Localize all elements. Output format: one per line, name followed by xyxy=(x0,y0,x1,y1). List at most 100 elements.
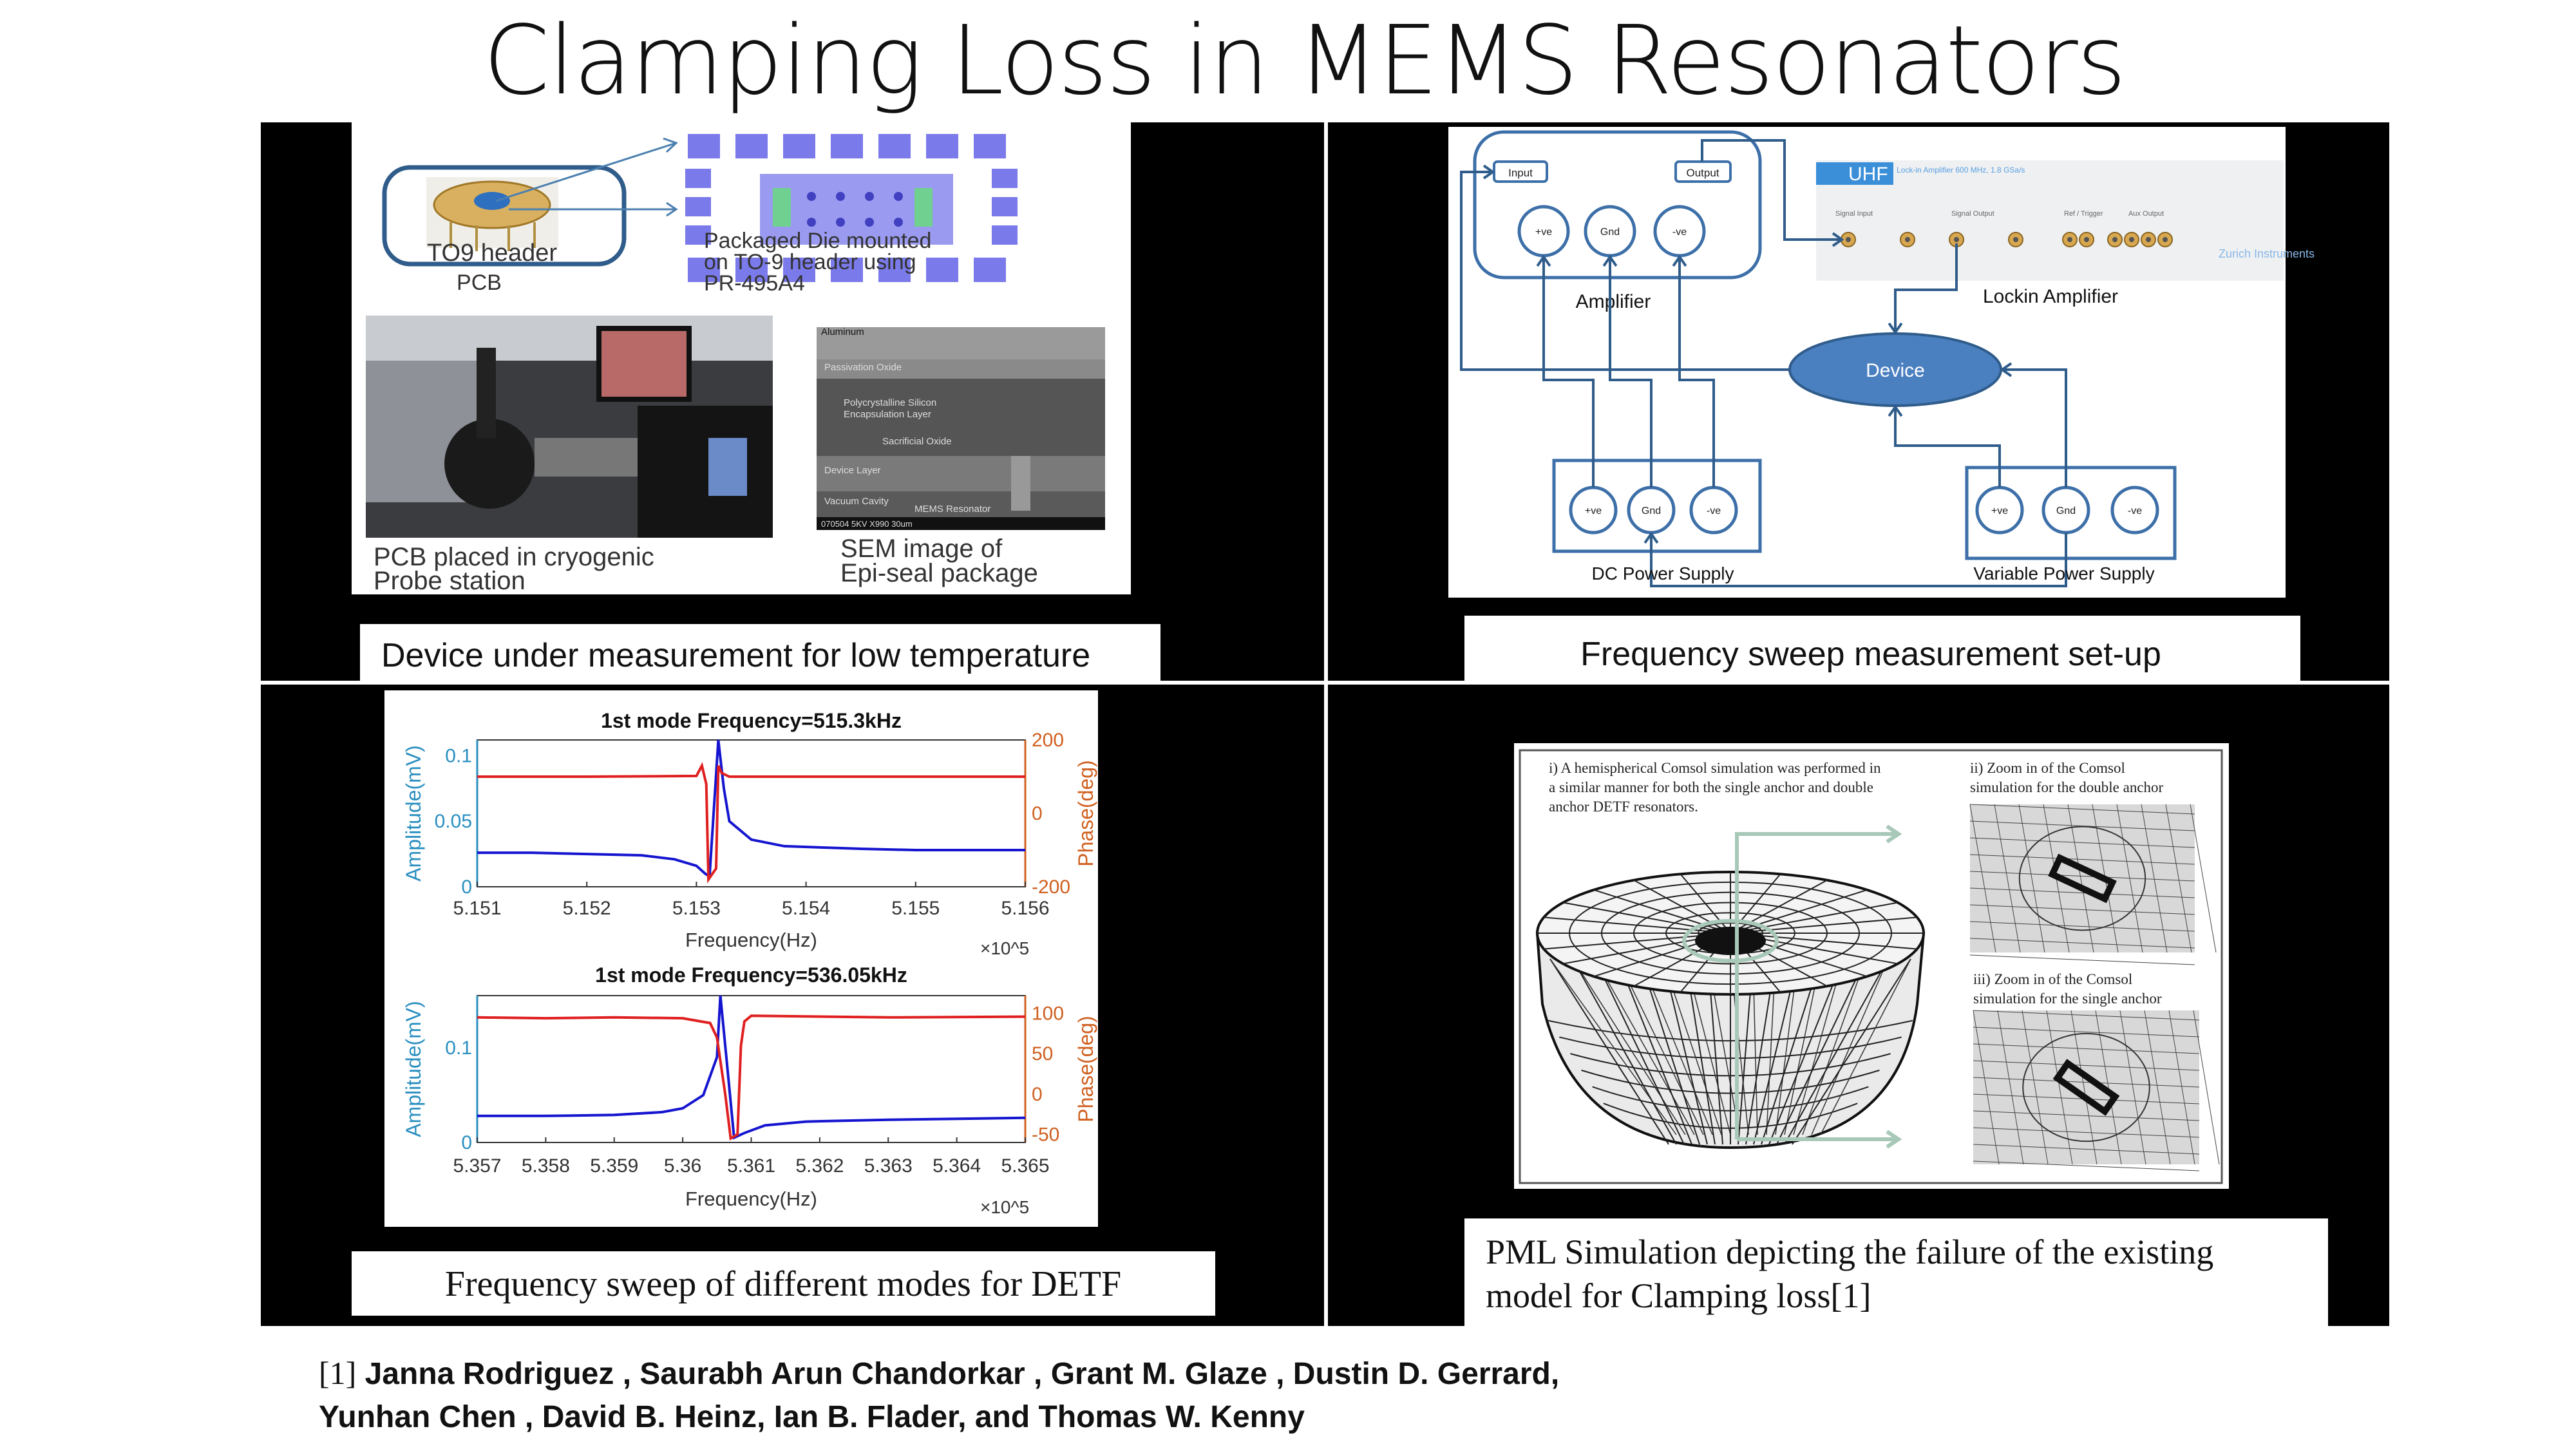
x-tick-label: 5.364 xyxy=(933,1155,981,1177)
uhf-brand: UHF xyxy=(1848,164,1888,185)
sem-label: Aluminum xyxy=(821,327,864,337)
sem-label: 070504 5KV X990 30um xyxy=(821,519,913,529)
uhf-subtitle: Lock-in Amplifier 600 MHz, 1.8 GSa/s xyxy=(1897,166,2025,175)
photo-caption-2: Probe station xyxy=(374,567,526,595)
terminal-negative xyxy=(2110,486,2159,535)
x-tick-label: 5.362 xyxy=(795,1155,844,1177)
terminal-label: Gnd xyxy=(1600,227,1620,238)
y-right-axis-label: Phase(deg) xyxy=(1074,1016,1097,1122)
terminal-label: +ve xyxy=(1585,506,1602,516)
uhf-group-3: Ref / Trigger xyxy=(2064,210,2103,218)
x-multiplier: ×10^5 xyxy=(980,938,1029,958)
device-measurement-figure: TO9 header PCB Packaged Die mounted on T… xyxy=(352,122,1131,595)
caption-bottom-right-2: model for Clamping loss[1] xyxy=(1486,1276,1871,1315)
text-ii-1: ii) Zoom in of the Comsol xyxy=(1970,760,2125,776)
horizontal-divider xyxy=(261,681,2389,685)
caption-box-top-left xyxy=(360,624,1160,681)
caption-bottom-right-1: PML Simulation depicting the failure of … xyxy=(1486,1233,2213,1271)
terminal-label: -ve xyxy=(2128,506,2142,516)
text-i-2: a similar manner for both the single anc… xyxy=(1549,779,1873,795)
x-tick-label: 5.358 xyxy=(522,1155,570,1177)
y-right-tick-label: 200 xyxy=(1032,730,1064,751)
amplitude-series-line xyxy=(477,995,1026,1140)
phase-series-line xyxy=(477,762,1025,884)
x-tick-label: 5.151 xyxy=(453,898,501,919)
sem-label: Vacuum Cavity xyxy=(824,496,889,507)
x-tick-label: 5.154 xyxy=(782,898,830,919)
pcb-label: PCB xyxy=(457,270,502,295)
y-right-axis-label: Phase(deg) xyxy=(1074,760,1097,866)
sem-label: MEMS Resonator xyxy=(914,504,990,515)
y-left-axis-label: Amplitude(mV) xyxy=(402,745,425,882)
caption-top-left: Device under measurement for low tempera… xyxy=(381,637,1090,674)
text-iii-1: iii) Zoom in of the Comsol xyxy=(1973,971,2132,987)
die-text-1: Packaged Die mounted xyxy=(704,229,931,253)
caption-bottom-left: Frequency sweep of different modes for D… xyxy=(445,1264,1121,1304)
x-tick-label: 5.357 xyxy=(453,1155,501,1177)
x-tick-label: 5.359 xyxy=(590,1155,638,1177)
slide-title: Clamping Loss in MEMS Resonators xyxy=(483,5,2126,116)
x-tick-label: 5.365 xyxy=(1001,1155,1049,1177)
dc-power-supply-box xyxy=(1552,459,1762,553)
terminal-label: Gnd xyxy=(2056,506,2076,516)
caption-box-bottom-left xyxy=(352,1251,1215,1316)
packaged-die-layout xyxy=(684,133,1019,285)
output-label: Output xyxy=(1686,167,1719,179)
chart-title: 1st mode Frequency=515.3kHz xyxy=(601,709,902,732)
y-left-tick-label: 0.1 xyxy=(445,1037,472,1059)
terminal-label: -ve xyxy=(1707,506,1721,516)
sem-label: Polycrystalline Silicon xyxy=(844,397,936,408)
y-right-tick-label: -200 xyxy=(1032,876,1070,898)
x-tick-label: 5.363 xyxy=(864,1155,913,1177)
terminal-label: +ve xyxy=(1991,506,2008,516)
y-right-tick-label: -50 xyxy=(1032,1124,1059,1145)
x-tick-label: 5.152 xyxy=(563,898,611,919)
y-left-axis-label: Amplitude(mV) xyxy=(402,1001,425,1137)
sem-image xyxy=(817,327,1105,530)
variable-supply-label: Variable Power Supply xyxy=(1973,564,2154,583)
y-right-tick-label: 0 xyxy=(1032,803,1043,824)
input-label: Input xyxy=(1508,167,1533,179)
variable-power-supply-box xyxy=(1965,466,2177,560)
terminal-label: -ve xyxy=(1672,227,1687,238)
sem-label: Encapsulation Layer xyxy=(844,409,931,420)
sem-label: Device Layer xyxy=(824,465,881,476)
sem-label: Passivation Oxide xyxy=(824,362,902,373)
y-right-tick-label: 0 xyxy=(1032,1084,1043,1105)
caption-box-bottom-right xyxy=(1464,1218,2328,1326)
plot-area xyxy=(477,739,1026,887)
terminal-label: +ve xyxy=(1535,227,1552,238)
text-ii-2: simulation for the double anchor xyxy=(1970,779,2164,795)
x-tick-label: 5.36 xyxy=(664,1155,701,1177)
uhf-group-4: Aux Output xyxy=(2128,210,2164,218)
amplifier-label: Amplifier xyxy=(1576,291,1651,312)
phase-series-line xyxy=(477,1014,1026,1141)
reference-authors-2: Yunhan Chen , David B. Heinz, Ian B. Fla… xyxy=(319,1400,1305,1434)
y-right-tick-label: 50 xyxy=(1032,1043,1053,1065)
vertical-divider xyxy=(1324,122,1328,1326)
x-axis-label: Frequency(Hz) xyxy=(685,929,817,951)
to9-header-label: TO9 header xyxy=(427,240,557,267)
x-tick-label: 5.156 xyxy=(1001,898,1049,919)
terminal-label: Gnd xyxy=(1642,506,1661,516)
uhf-group-1: Signal Input xyxy=(1835,210,1873,218)
sem-caption-1: SEM image of xyxy=(840,535,1003,563)
zoom-callout-arrows xyxy=(1682,824,1902,1149)
x-tick-label: 5.361 xyxy=(727,1155,775,1177)
pml-simulation-figure: i) A hemispherical Comsol simulation was… xyxy=(1514,743,2229,1189)
y-left-tick-label: 0 xyxy=(461,876,472,898)
y-left-tick-label: 0.05 xyxy=(435,811,472,832)
reference-number: [1] xyxy=(319,1355,357,1391)
caption-box-top-right xyxy=(1464,616,2300,682)
hemisphere-mesh xyxy=(1535,871,1926,1150)
reference-authors-1: Janna Rodriguez , Saurabh Arun Chandorka… xyxy=(365,1357,1560,1391)
pcb-box xyxy=(382,165,627,267)
text-i-1: i) A hemispherical Comsol simulation was… xyxy=(1549,760,1881,776)
lockin-label: Lockin Amplifier xyxy=(1983,286,2118,307)
die-arrows xyxy=(495,137,678,217)
photo-caption-1: PCB placed in cryogenic xyxy=(374,543,654,571)
dc-supply-label: DC Power Supply xyxy=(1592,564,1734,583)
